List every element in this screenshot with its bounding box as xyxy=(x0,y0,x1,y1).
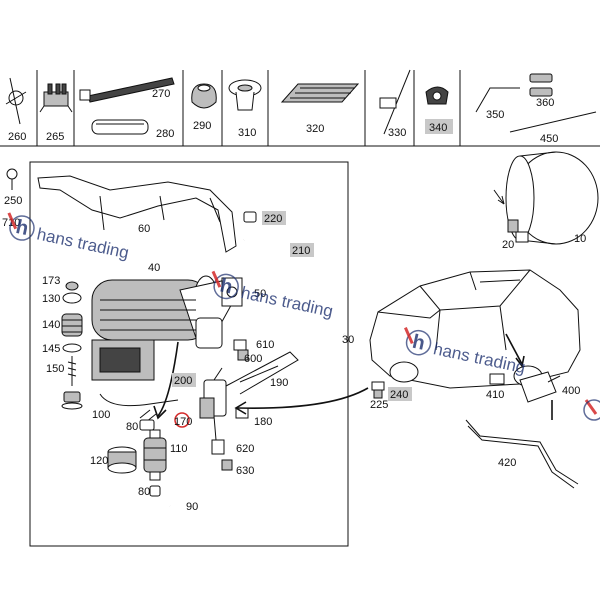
label-340: 340 xyxy=(429,122,447,134)
label-110: 110 xyxy=(170,443,188,455)
label-400: 400 xyxy=(562,385,580,397)
label-120: 120 xyxy=(90,455,108,467)
mount-stack-sketch xyxy=(61,281,83,410)
label-360: 360 xyxy=(536,97,554,109)
top-row-labels: 260 265 270 280 290 310 320 330 340 350 … xyxy=(8,88,558,145)
assembly-labels: 250 60 220 210 40 50 173 130 140 145 150… xyxy=(2,168,354,513)
label-170: 170 xyxy=(174,416,192,428)
label-100: 100 xyxy=(92,409,110,421)
label-610: 610 xyxy=(256,339,274,351)
label-145: 145 xyxy=(42,343,60,355)
label-630: 630 xyxy=(236,465,254,477)
label-410: 410 xyxy=(486,389,504,401)
label-280: 280 xyxy=(156,128,174,140)
label-190: 190 xyxy=(270,377,288,389)
callout-arrow-2 xyxy=(157,341,179,417)
hose-90-sketch xyxy=(149,475,195,510)
watermark-edge xyxy=(583,399,600,421)
tank-labels: 20 10 xyxy=(502,233,586,251)
label-200: 200 xyxy=(174,375,192,387)
label-270: 270 xyxy=(152,88,170,100)
label-130: 130 xyxy=(42,293,60,305)
part-270-sketch xyxy=(79,77,175,103)
label-450: 450 xyxy=(540,133,558,145)
label-320: 320 xyxy=(306,123,324,135)
label-40: 40 xyxy=(148,262,160,274)
watermark-mark: h xyxy=(14,216,31,240)
watermark-text: hans trading xyxy=(35,224,130,262)
part-265-sketch xyxy=(39,83,73,113)
label-60: 60 xyxy=(138,223,150,235)
label-90: 90 xyxy=(186,501,198,513)
watermark-2: h hans trading xyxy=(211,270,335,321)
part-350-360-sketch xyxy=(475,73,553,113)
part-450-sketch xyxy=(509,111,597,133)
callout-arrow xyxy=(237,387,369,409)
filter-110-sketch xyxy=(143,429,167,481)
part-320-sketch xyxy=(280,83,360,103)
label-260: 260 xyxy=(8,131,26,143)
label-350: 350 xyxy=(486,109,504,121)
label-10: 10 xyxy=(574,233,586,245)
part-310-sketch xyxy=(228,79,262,111)
label-20: 20 xyxy=(502,239,514,251)
label-180: 180 xyxy=(254,416,272,428)
valve-parts-sketch xyxy=(233,339,279,419)
label-250: 250 xyxy=(4,195,22,207)
air-tank-10-sketch xyxy=(493,151,599,245)
right-labels: 225 240 410 400 420 xyxy=(370,385,580,469)
watermark-mark: h xyxy=(218,274,235,298)
mount-120-sketch xyxy=(107,446,137,474)
label-600: 600 xyxy=(244,353,262,365)
compressor-40-sketch xyxy=(91,275,235,381)
valve-block-sketch xyxy=(199,351,299,471)
sensor-parts-sketch xyxy=(371,371,579,489)
label-225: 225 xyxy=(370,399,388,411)
label-620: 620 xyxy=(236,443,254,455)
label-140: 140 xyxy=(42,319,60,331)
label-330: 330 xyxy=(388,127,406,139)
bracket-60-sketch xyxy=(37,175,237,253)
label-30: 30 xyxy=(342,334,354,346)
part-330-sketch xyxy=(379,69,411,135)
assembly-frame xyxy=(29,161,349,547)
label-240: 240 xyxy=(390,389,408,401)
watermark-1: h hans trading xyxy=(7,212,131,263)
top-row-grid xyxy=(0,70,600,147)
label-290: 290 xyxy=(193,120,211,132)
label-150: 150 xyxy=(46,363,64,375)
part-290-sketch xyxy=(191,83,217,109)
top-row-parts xyxy=(5,69,597,135)
label-420: 420 xyxy=(498,457,516,469)
label-50: 50 xyxy=(254,288,266,300)
vehicle-sketch xyxy=(369,269,581,389)
watermark-text: hans trading xyxy=(239,283,334,321)
label-265: 265 xyxy=(46,131,64,143)
label-310: 310 xyxy=(238,127,256,139)
label-80-b: 80 xyxy=(138,486,150,498)
part-280-sketch xyxy=(91,119,149,135)
label-210: 210 xyxy=(292,245,310,257)
label-80-a: 80 xyxy=(126,421,138,433)
label-173: 173 xyxy=(42,275,60,287)
label-220: 220 xyxy=(264,213,282,225)
part-340-sketch xyxy=(425,86,449,105)
lower-pipes-sketch xyxy=(99,393,179,431)
watermark-mark: h xyxy=(410,331,427,355)
part-260-sketch xyxy=(5,77,27,125)
